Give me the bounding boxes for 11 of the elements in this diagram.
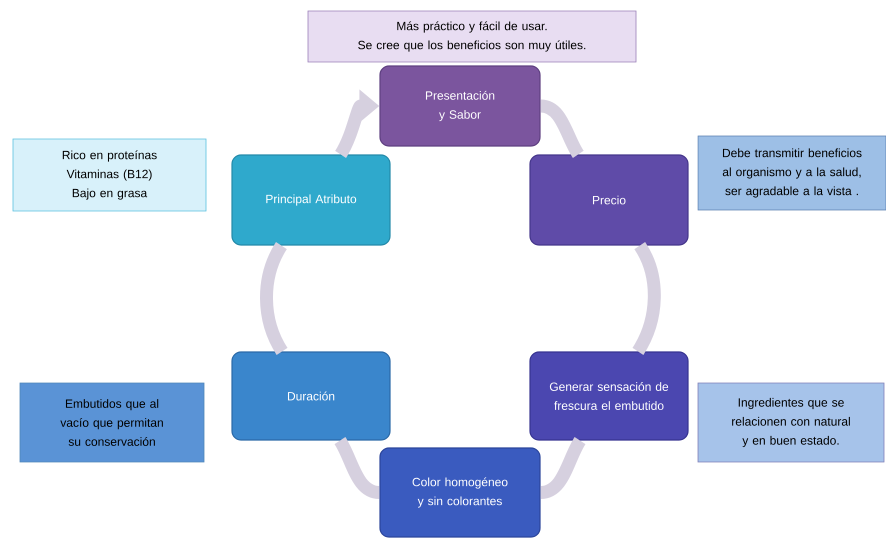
process-box: Principal Atributo: [231, 154, 391, 246]
process-box: Duración: [231, 351, 391, 441]
note-box: Más práctico y fácil de usar. Se cree que los beneficios son muy útiles.: [308, 10, 636, 62]
note-box: Debe transmitir beneficios al organismo y a la salud, ser agradable a la vista .: [698, 136, 886, 210]
note-box: Ingredientes que se relacionen con natural y en buen estado.: [698, 382, 884, 462]
process-box: Presentación y Sabor: [379, 65, 541, 147]
note-box: Embutidos que al vacío que permitan su conservación: [20, 382, 204, 462]
process-box: Generar sensación de frescura el embutido: [529, 351, 689, 441]
process-box: Color homogéneo y sin colorantes: [379, 447, 541, 538]
process-box: Precio: [529, 154, 689, 246]
note-box: Rico en proteínas Vitaminas (B12) Bajo en grasa: [12, 138, 206, 212]
